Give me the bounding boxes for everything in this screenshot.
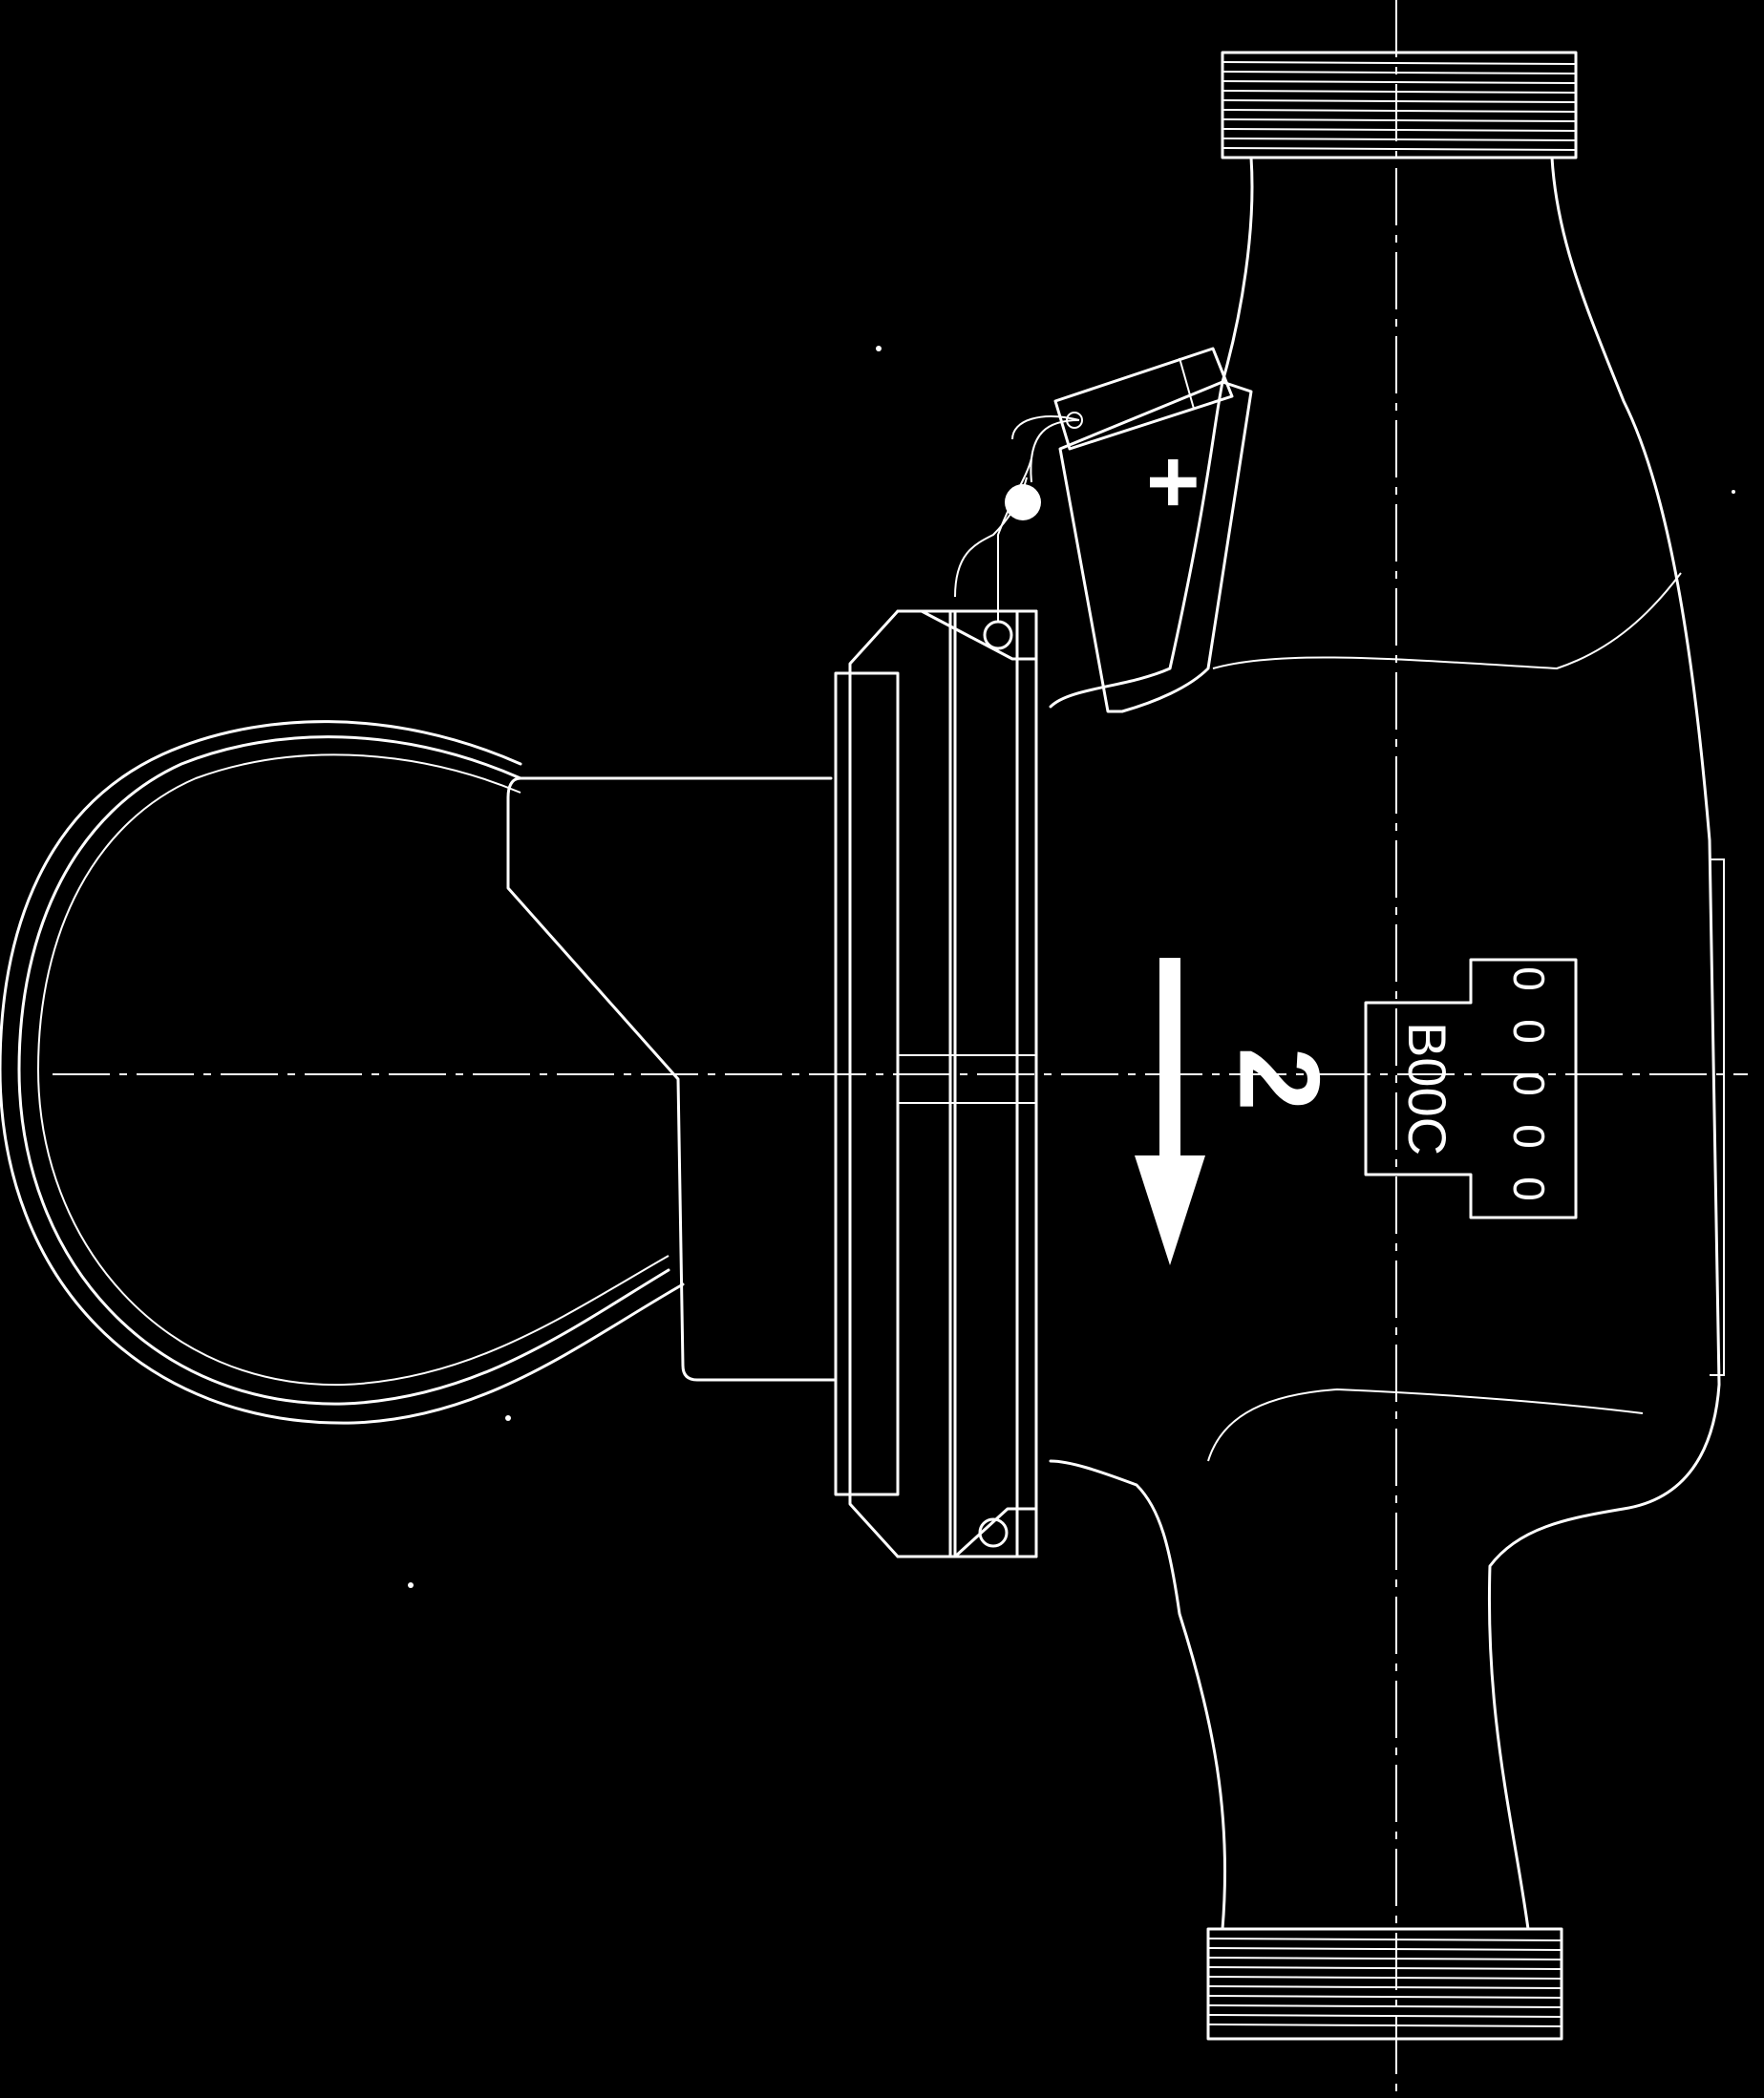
thread-line (1207, 1947, 1562, 1951)
thread-line (1222, 138, 1577, 141)
thread-line (1222, 71, 1577, 74)
thread-line (1222, 118, 1577, 122)
thread-top (1221, 51, 1578, 159)
cover-mark: + (1123, 456, 1225, 509)
cover-cap: + (1053, 347, 1253, 713)
counter-digit: 0 (1504, 1176, 1554, 1201)
register-lid (0, 720, 685, 1425)
thread-line (1207, 1976, 1562, 1980)
thread-line (1207, 1985, 1562, 1989)
flow-arrow (1135, 958, 1205, 1265)
thread-line (1222, 90, 1577, 94)
thread-line (1222, 109, 1577, 113)
thread-line (1222, 147, 1577, 151)
body-contour-upper (1212, 572, 1682, 670)
thread-line (1207, 2004, 1562, 2008)
thread-line (1222, 61, 1577, 65)
counter-digit: 0 (1504, 1071, 1554, 1096)
counter-digit: 0 (1504, 966, 1554, 991)
thread-line (1207, 1957, 1562, 1960)
counter-digits: 0 0 0 0 0 (1504, 966, 1554, 1201)
flange (834, 609, 1038, 1558)
counter-digit: 0 (1504, 1124, 1554, 1149)
body-contour-lower (1207, 1388, 1644, 1462)
size-mark: 2 (1215, 1048, 1343, 1112)
scan-specks (408, 346, 1735, 1588)
register-housing (506, 776, 838, 1382)
thread-line (1222, 80, 1577, 84)
counter-digit: 0 (1504, 1019, 1554, 1044)
thread-line (1207, 1966, 1562, 1970)
thread-bottom (1206, 1927, 1563, 2041)
seal-wire (954, 415, 1080, 621)
center-lines (53, 0, 1748, 2098)
body-label: B00C (1397, 1022, 1457, 1155)
thread-line (1207, 1938, 1562, 1941)
meter-body (1049, 156, 1721, 1931)
nameplate: B00C 0 0 0 0 0 (1364, 958, 1578, 1219)
thread-line (1207, 1995, 1562, 1999)
seal-bead (1005, 484, 1041, 520)
thread-line (1207, 2024, 1562, 2027)
thread-line (1222, 128, 1577, 132)
body-side-line (1710, 858, 1725, 1376)
thread-line (1222, 99, 1577, 103)
thread-line (1207, 2014, 1562, 2018)
